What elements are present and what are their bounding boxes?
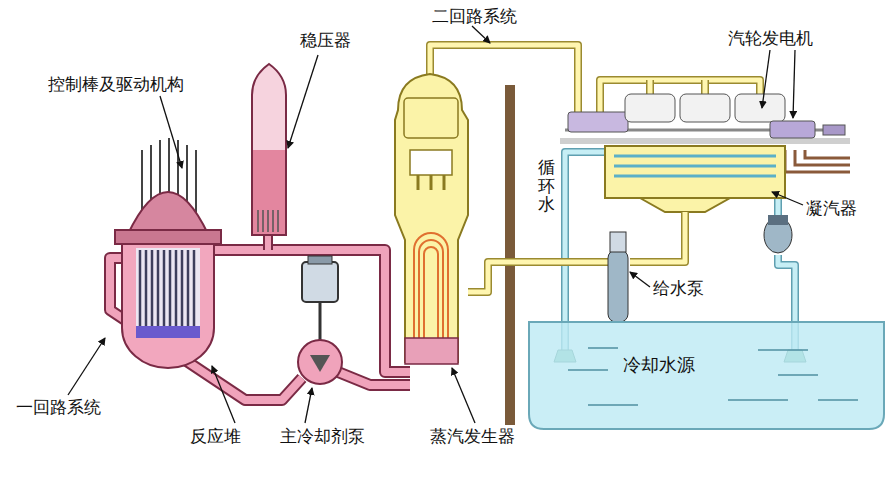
pool-label: 冷却水源 bbox=[623, 353, 695, 377]
callout-label: 蒸汽发生器 bbox=[430, 426, 515, 446]
coolant-pump bbox=[298, 256, 342, 384]
vertical-label: 循环水 bbox=[538, 158, 555, 214]
callout-label: 给水泵 bbox=[653, 278, 704, 298]
water-pool: 冷却水源 bbox=[528, 320, 885, 430]
callout-label: 二回路系统 bbox=[432, 6, 517, 26]
pool-shape bbox=[528, 320, 885, 430]
primary-pipes bbox=[110, 232, 410, 400]
callout-label: 稳压器 bbox=[300, 30, 351, 50]
callout-label: 主冷却剂泵 bbox=[280, 426, 365, 446]
pressurizer bbox=[252, 64, 286, 235]
callout-label: 反应堆 bbox=[190, 426, 241, 446]
callout-label: 凝汽器 bbox=[806, 198, 857, 218]
reactor-vessel bbox=[115, 138, 221, 368]
callout-label: 控制棒及驱动机构 bbox=[48, 74, 184, 94]
feedwater-line bbox=[468, 212, 685, 292]
condenser bbox=[605, 146, 785, 212]
steam-generator bbox=[395, 74, 468, 364]
callout-label: 汽轮发电机 bbox=[728, 28, 813, 48]
wall bbox=[505, 85, 515, 425]
feed-pump bbox=[608, 232, 628, 322]
callout-label: 一回路系统 bbox=[16, 397, 101, 417]
